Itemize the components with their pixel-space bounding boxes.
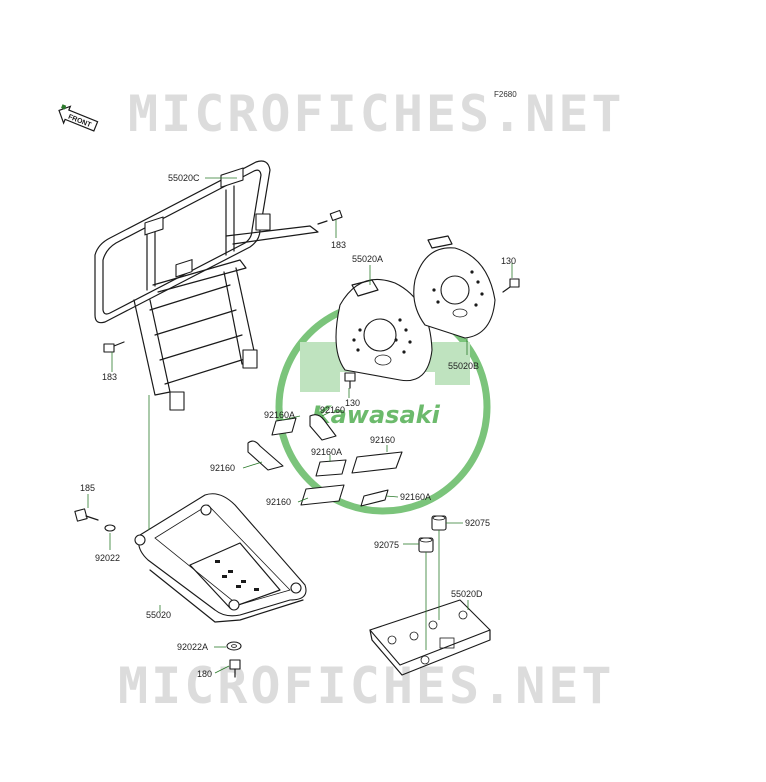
reference-code: F2680 bbox=[494, 90, 517, 99]
skid-plate-55020B bbox=[413, 235, 496, 339]
washer-92022 bbox=[104, 524, 116, 532]
label-92075-upper: 92075 bbox=[465, 518, 490, 528]
label-92160-2: 92160 bbox=[210, 463, 235, 473]
label-183-lower: 183 bbox=[102, 372, 117, 382]
label-92160A-1: 92160A bbox=[264, 410, 295, 420]
label-92075-lower: 92075 bbox=[374, 540, 399, 550]
pad-92160A-1 bbox=[271, 417, 297, 436]
front-arrow-badge: FRONT bbox=[58, 104, 99, 132]
label-55020A: 55020A bbox=[352, 254, 383, 264]
skid-plate-55020A bbox=[335, 279, 433, 382]
pad-92160-3 bbox=[351, 451, 403, 474]
bolt-185 bbox=[74, 508, 99, 522]
pad-92160-1 bbox=[309, 414, 337, 441]
label-55020D: 55020D bbox=[451, 589, 483, 599]
skid-plate-55020D bbox=[369, 599, 491, 676]
bolt-183-lower bbox=[103, 341, 125, 353]
label-55020: 55020 bbox=[146, 610, 171, 620]
watermark-bottom-text: MICROFICHES.NET bbox=[118, 657, 615, 715]
pad-92160-2 bbox=[247, 440, 284, 471]
label-92160A-3: 92160A bbox=[400, 492, 431, 502]
label-92160-1: 92160 bbox=[320, 405, 345, 415]
pad-92160-4 bbox=[300, 484, 345, 506]
label-130-left: 130 bbox=[345, 398, 360, 408]
label-183-upper: 183 bbox=[331, 240, 346, 250]
collar-92075-upper bbox=[431, 515, 447, 531]
bolt-130-left bbox=[344, 372, 356, 389]
watermark-top-text: MICROFICHES.NET bbox=[128, 85, 625, 143]
skid-plate-55020 bbox=[134, 493, 307, 623]
part-labels: 55020C 183 183 55020A 130 130 55020B 921… bbox=[80, 173, 516, 679]
label-55020C: 55020C bbox=[168, 173, 200, 183]
label-92160A-2: 92160A bbox=[311, 447, 342, 457]
label-92160-4: 92160 bbox=[266, 497, 291, 507]
collar-92075-lower bbox=[418, 537, 434, 553]
label-180: 180 bbox=[197, 669, 212, 679]
front-arrow-icon bbox=[58, 105, 99, 132]
bolt-130-right bbox=[502, 278, 520, 293]
label-92022: 92022 bbox=[95, 553, 120, 563]
logo-brand-text: Kawasaki bbox=[312, 401, 441, 429]
pad-92160A-3 bbox=[360, 489, 389, 507]
guard-55020C bbox=[94, 160, 319, 411]
pad-92160A-2 bbox=[315, 459, 347, 477]
label-55020B: 55020B bbox=[448, 361, 479, 371]
label-92022A: 92022A bbox=[177, 642, 208, 652]
label-185: 185 bbox=[80, 483, 95, 493]
leader-lines bbox=[87, 177, 513, 674]
bolt-180 bbox=[229, 659, 241, 678]
washer-92022A bbox=[226, 641, 242, 651]
label-130-right: 130 bbox=[501, 256, 516, 266]
label-92160-3: 92160 bbox=[370, 435, 395, 445]
bolt-183-upper bbox=[317, 209, 343, 225]
